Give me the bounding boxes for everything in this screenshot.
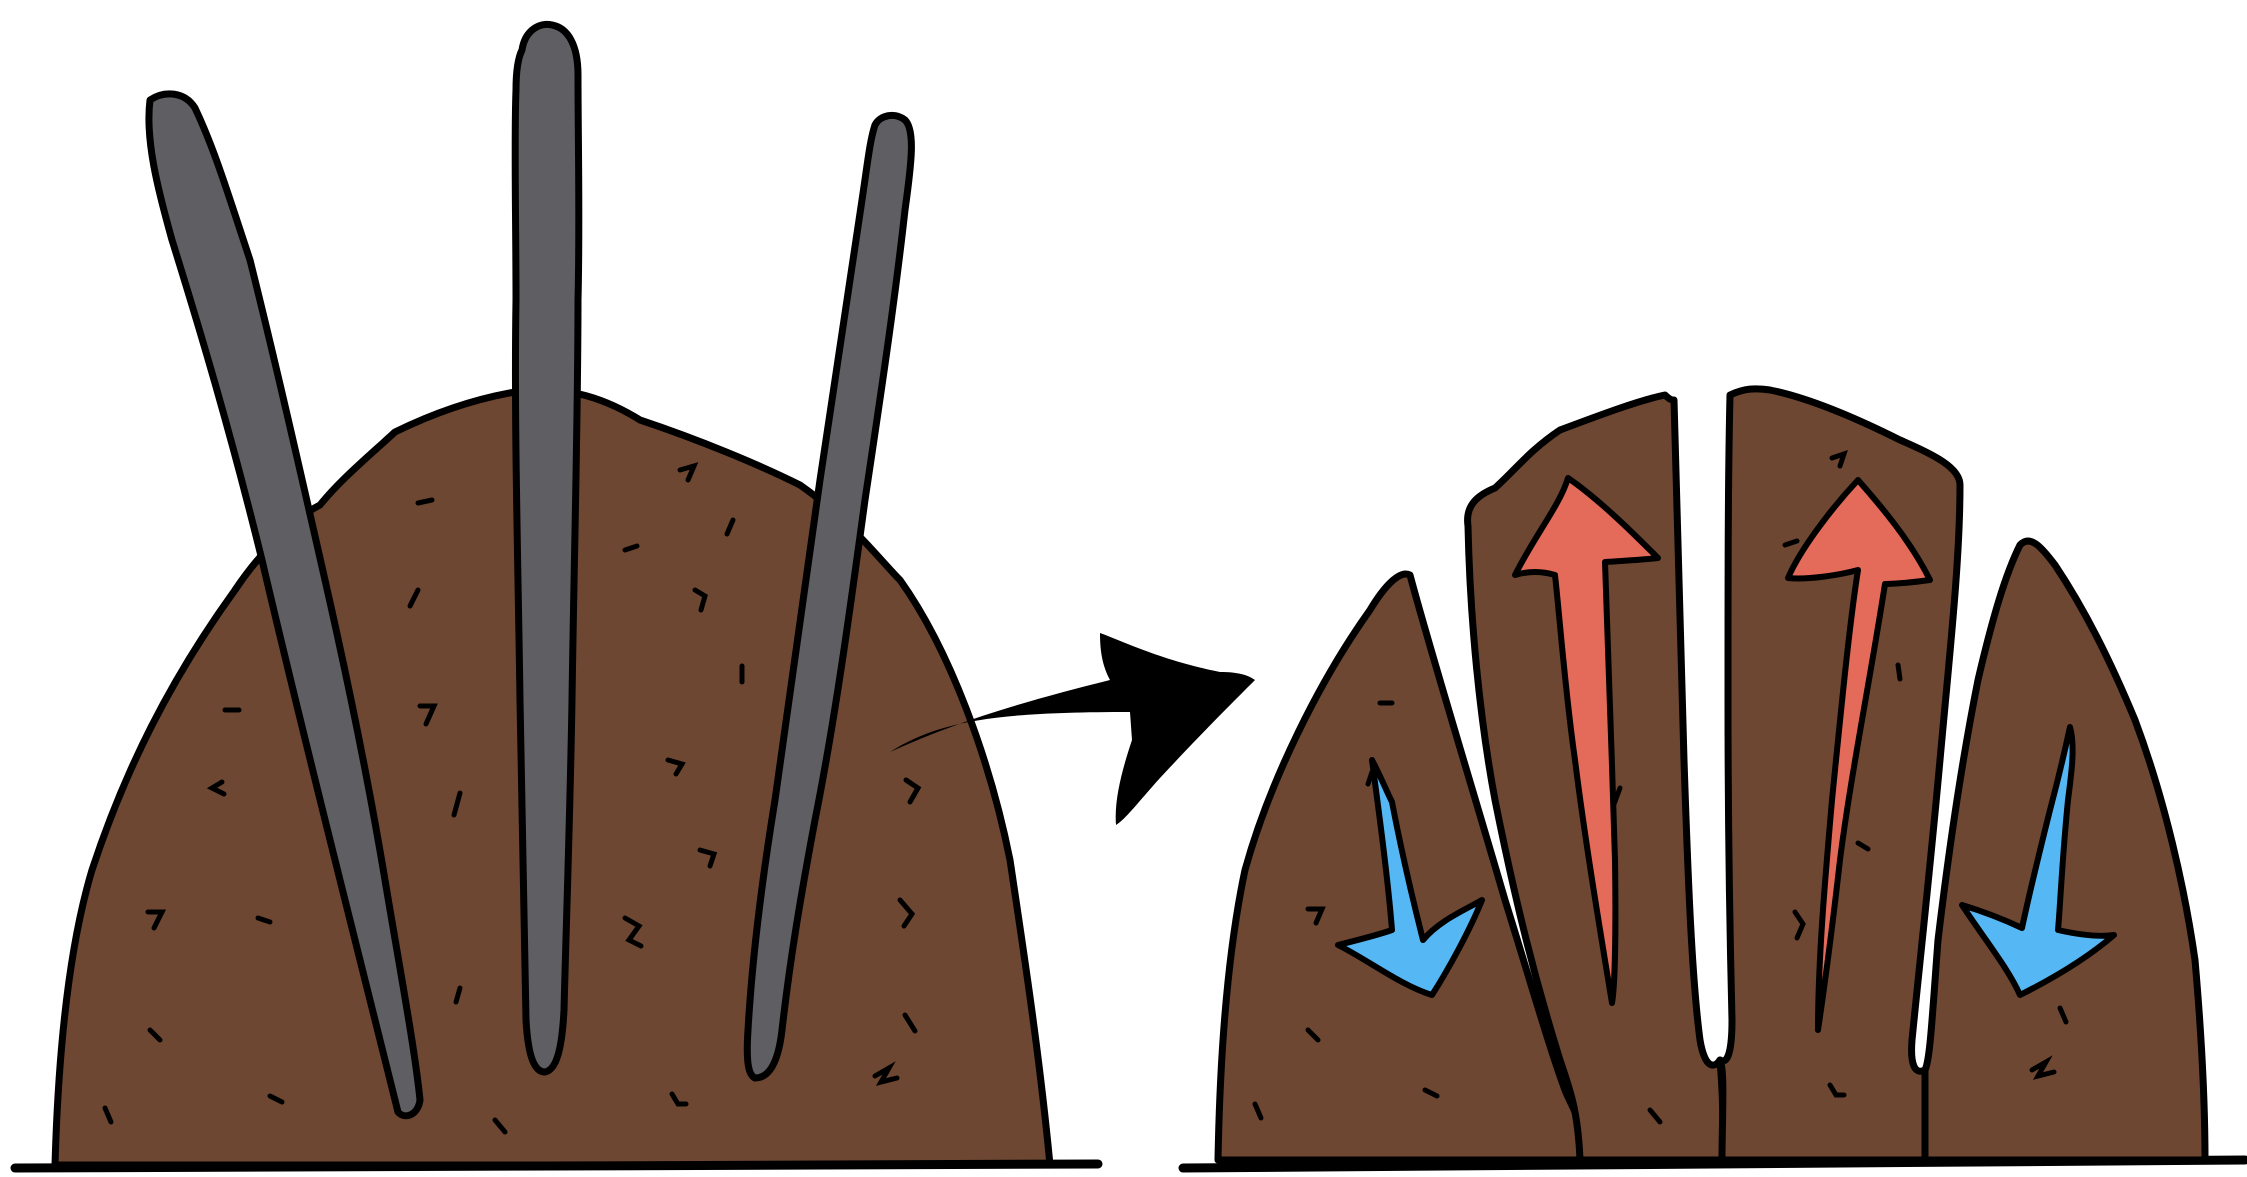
arrow-down-icon: [1335, 757, 1485, 998]
arrow-up-icon: [1785, 477, 1933, 1033]
arrow-down-icon: [1959, 724, 2117, 998]
connector-arrow: [890, 633, 1255, 825]
ground-line-left: [10, 1159, 1103, 1173]
tine-right: [743, 111, 915, 1082]
arrow-up-icon: [1512, 475, 1661, 1006]
before-panel: [10, 20, 1103, 1173]
after-panel: [1178, 385, 2247, 1173]
air-flow-arrows: [1335, 475, 2117, 1033]
tine-center: [511, 20, 583, 1076]
right-arrow-icon: [890, 633, 1255, 825]
soil-specks-left: [102, 462, 922, 1135]
tine-left: [145, 90, 424, 1120]
